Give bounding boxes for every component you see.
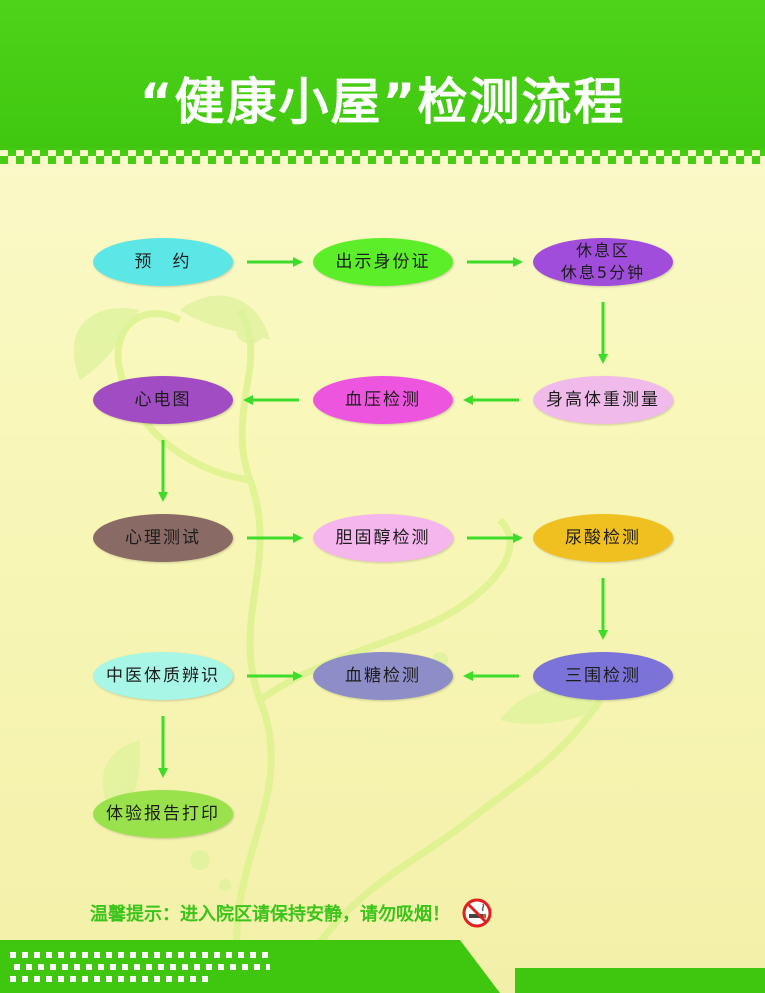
step-report-print: 体验报告打印 bbox=[93, 790, 233, 838]
warm-tip: 温馨提示：进入院区请保持安静，请勿吸烟！ bbox=[90, 904, 450, 925]
step-blood-sugar: 血糖检测 bbox=[313, 652, 453, 700]
step-body-measure: 三围检测 bbox=[533, 652, 673, 700]
page-title: “健康小屋”检测流程 bbox=[139, 73, 626, 131]
step-cholesterol: 胆固醇检测 bbox=[313, 514, 453, 562]
step-rest-area: 休息区 休息5分钟 bbox=[533, 238, 673, 286]
footer-band bbox=[0, 940, 500, 993]
footer-dots bbox=[10, 952, 270, 982]
step-uric-acid: 尿酸检测 bbox=[533, 514, 673, 562]
step-yuyue: 预 约 bbox=[93, 238, 233, 286]
checker-border bbox=[0, 148, 765, 164]
step-height-weight: 身高体重测量 bbox=[533, 376, 673, 424]
step-show-id: 出示身份证 bbox=[313, 238, 453, 286]
footer-line bbox=[515, 968, 765, 993]
step-tcm-constitution: 中医体质辨识 bbox=[93, 652, 233, 700]
step-blood-pressure: 血压检测 bbox=[313, 376, 453, 424]
no-smoking-icon bbox=[462, 898, 492, 928]
step-psych-test: 心理测试 bbox=[93, 514, 233, 562]
header-band bbox=[0, 0, 765, 150]
step-ecg: 心电图 bbox=[93, 376, 233, 424]
